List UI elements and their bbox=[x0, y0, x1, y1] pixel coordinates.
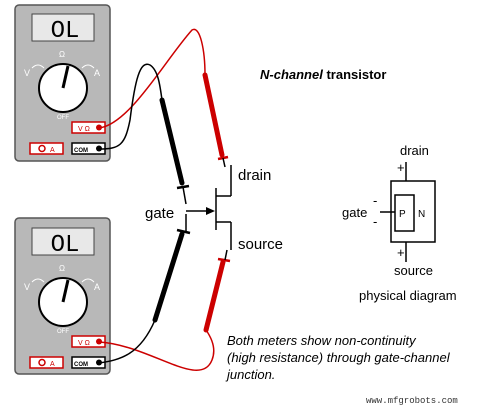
dial-label-ohm: Ω bbox=[59, 264, 65, 273]
jack-a-label: A bbox=[50, 361, 55, 368]
dial-label-off: OFF bbox=[57, 115, 69, 121]
physical-source-label: source bbox=[394, 263, 433, 278]
jack-a[interactable] bbox=[29, 356, 64, 369]
physical-minus-bottom: - bbox=[373, 214, 377, 229]
dial-label-ohm: Ω bbox=[59, 50, 65, 59]
black-lead-wire-top bbox=[98, 63, 163, 150]
jack-vohm[interactable] bbox=[71, 335, 106, 348]
jack-com-label: COM bbox=[74, 148, 88, 154]
source-label: source bbox=[238, 236, 283, 253]
physical-gate-label: gate bbox=[342, 205, 367, 220]
jack-vohm[interactable] bbox=[71, 121, 106, 134]
red-probe-bottom[interactable] bbox=[203, 249, 231, 333]
lcd-display bbox=[31, 227, 95, 256]
title-italic: N-channel bbox=[260, 67, 323, 82]
note-line-3: junction. bbox=[225, 367, 275, 382]
physical-plus-bottom: + bbox=[397, 245, 405, 260]
meter-top: OL Ω V A OFF V Ω A COM bbox=[14, 4, 111, 162]
jfet-symbol bbox=[186, 165, 232, 250]
dial-label-a: A bbox=[94, 282, 100, 292]
p-region bbox=[394, 194, 415, 232]
note-line-1: Both meters show non-continuity bbox=[227, 333, 417, 348]
black-lead-wire-bottom bbox=[98, 319, 156, 364]
jack-com-label: COM bbox=[74, 362, 88, 368]
n-label: N bbox=[418, 209, 425, 220]
physical-diagram: drain + P N gate - - + source physical d… bbox=[342, 143, 457, 303]
meter-bottom: OL Ω V A OFF V Ω A COM bbox=[14, 217, 111, 375]
dial-label-a: A bbox=[94, 68, 100, 78]
jack-a[interactable] bbox=[29, 142, 64, 155]
red-lead-wire-bottom bbox=[98, 329, 215, 371]
physical-caption: physical diagram bbox=[359, 288, 457, 303]
physical-plus-top: + bbox=[397, 160, 405, 175]
lcd-reading: OL bbox=[51, 18, 80, 45]
red-probe-top[interactable] bbox=[202, 72, 229, 168]
dial-label-v: V bbox=[24, 282, 30, 292]
jack-vohm-label: V Ω bbox=[78, 340, 90, 347]
black-probe-top[interactable] bbox=[159, 97, 190, 205]
dial-label-off: OFF bbox=[57, 329, 69, 335]
red-lead-wire-top bbox=[98, 28, 206, 129]
title-rest: transistor bbox=[323, 67, 387, 82]
lcd-reading: OL bbox=[51, 232, 80, 259]
p-label: P bbox=[399, 209, 406, 220]
jack-a-label: A bbox=[50, 147, 55, 154]
gate-label: gate bbox=[145, 205, 174, 222]
note-line-2: (high resistance) through gate-channel bbox=[227, 350, 451, 365]
watermark: www.mfgrobots.com bbox=[366, 396, 458, 406]
lcd-display bbox=[31, 13, 95, 42]
diagram-title: N-channel transistor bbox=[260, 67, 386, 82]
dial-label-v: V bbox=[24, 68, 30, 78]
black-probe-bottom[interactable] bbox=[152, 214, 191, 323]
jack-vohm-label: V Ω bbox=[78, 126, 90, 133]
physical-minus-top: - bbox=[373, 193, 377, 208]
explanatory-note: Both meters show non-continuity (high re… bbox=[225, 333, 451, 382]
physical-drain-label: drain bbox=[400, 143, 429, 158]
drain-label: drain bbox=[238, 167, 271, 184]
